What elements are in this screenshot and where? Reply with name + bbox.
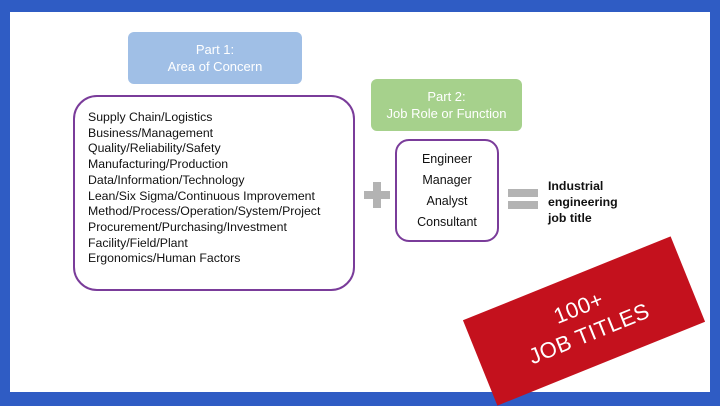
part1-subtitle: Area of Concern [167,59,263,74]
slide-canvas: Part 1: Area of Concern Part 2: Job Role… [10,12,710,406]
job-role-list: Engineer Manager Analyst Consultant [395,139,499,242]
job-titles-banner: 100+ JOB TITLES [462,236,706,406]
area-item: Method/Process/Operation/System/Project [88,204,321,219]
part2-subtitle: Job Role or Function [386,106,507,121]
area-item: Business/Management [88,125,214,140]
result-line: job title [548,211,592,225]
role-item: Manager [422,172,472,187]
plus-icon [364,182,390,208]
result-line: engineering [548,195,618,209]
area-item: Ergonomics/Human Factors [88,251,241,266]
area-item: Lean/Six Sigma/Continuous Improvement [88,188,315,203]
area-item: Quality/Reliability/Safety [88,141,221,156]
role-item: Consultant [417,214,477,229]
part1-title: Part 1: [195,42,235,57]
part1-header: Part 1: Area of Concern [128,32,302,84]
role-item: Analyst [426,193,468,208]
area-item: Procurement/Purchasing/Investment [88,219,287,234]
result-line: Industrial [548,179,604,193]
area-item: Facility/Field/Plant [88,235,188,250]
area-item: Manufacturing/Production [88,157,229,172]
area-of-concern-list: Supply Chain/Logistics Business/Manageme… [73,95,355,291]
part2-header: Part 2: Job Role or Function [371,79,522,131]
area-item: Data/Information/Technology [88,172,245,187]
result-label: Industrial engineering job title [548,178,638,226]
equals-icon [508,189,538,209]
role-item: Engineer [421,151,473,166]
part2-title: Part 2: [427,89,466,104]
area-item: Supply Chain/Logistics [88,110,213,124]
